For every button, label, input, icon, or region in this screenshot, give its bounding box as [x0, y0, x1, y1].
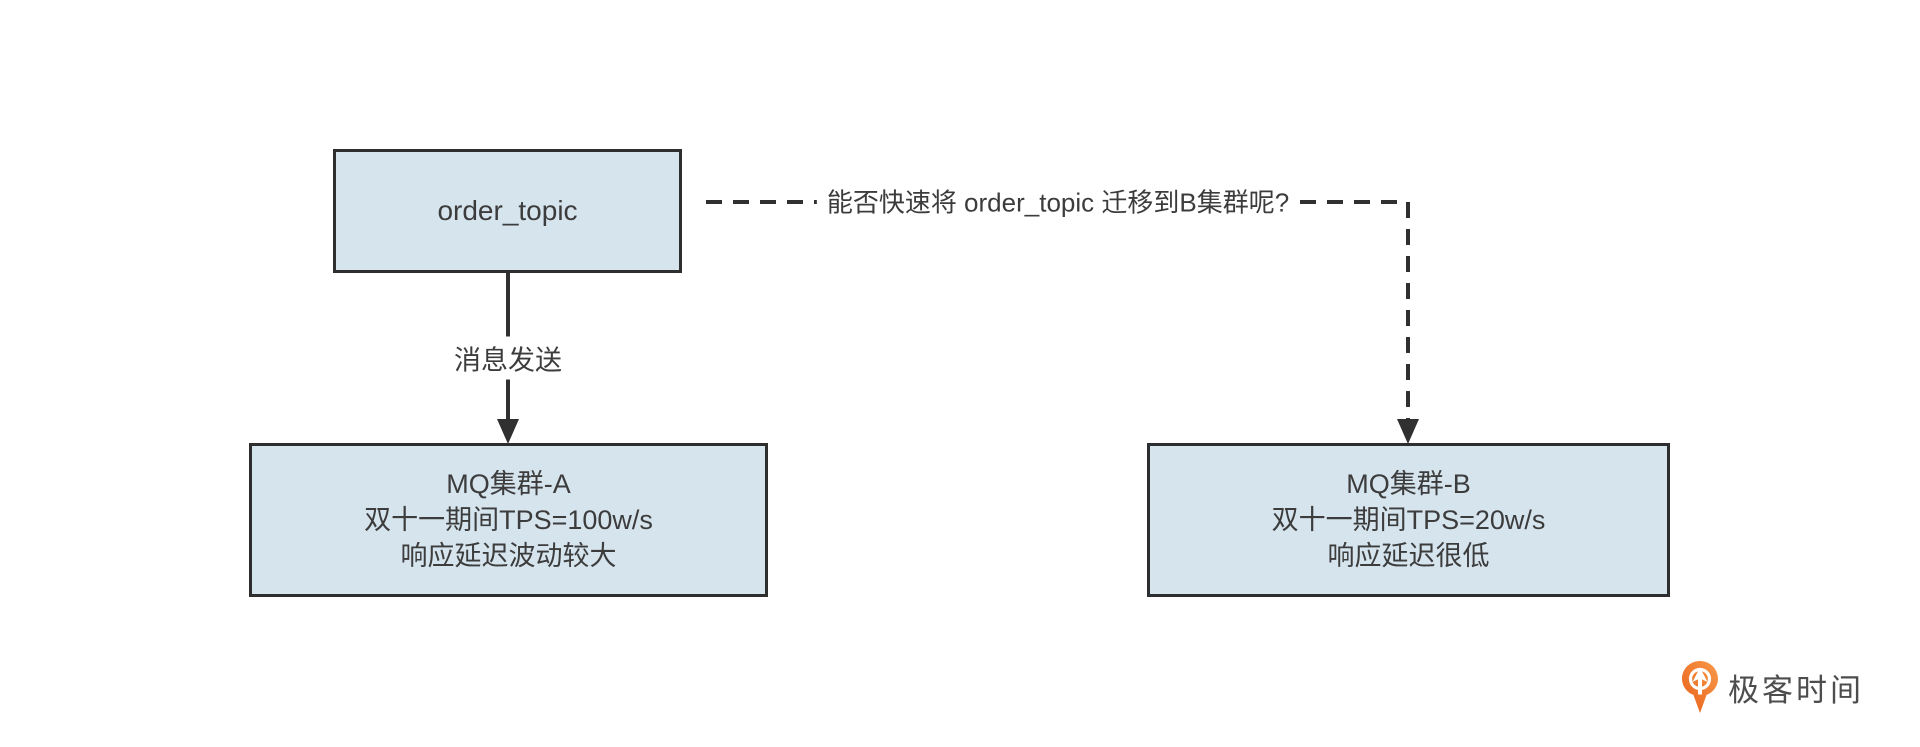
- node-order-topic-label: order_topic: [437, 195, 578, 226]
- migrate-arrow-line: [706, 200, 1410, 421]
- cluster-a-title: MQ集群-A: [446, 469, 571, 499]
- node-order-topic: order_topic: [333, 149, 682, 273]
- migrate-arrowhead: [1397, 419, 1419, 444]
- cluster-b-title: MQ集群-B: [1346, 469, 1471, 499]
- cluster-a-latency: 响应延迟波动较大: [400, 541, 617, 571]
- geektime-logo: 极客时间: [1682, 659, 1864, 715]
- send-arrowhead: [497, 419, 519, 444]
- cluster-b-latency: 响应延迟很低: [1327, 541, 1490, 571]
- migrate-arrow-label: 能否快速将 order_topic 迁移到B集群呢?: [816, 180, 1300, 222]
- cluster-a-tps: 双十一期间TPS=100w/s: [364, 505, 653, 535]
- geektime-logo-icon: [1682, 660, 1718, 713]
- node-mq-cluster-b: MQ集群-B 双十一期间TPS=20w/s 响应延迟很低: [1147, 443, 1670, 597]
- geektime-logo-text: 极客时间: [1728, 672, 1864, 708]
- send-arrow-label: 消息发送: [444, 336, 572, 380]
- node-mq-cluster-a: MQ集群-A 双十一期间TPS=100w/s 响应延迟波动较大: [249, 443, 768, 597]
- cluster-b-tps: 双十一期间TPS=20w/s: [1271, 505, 1546, 535]
